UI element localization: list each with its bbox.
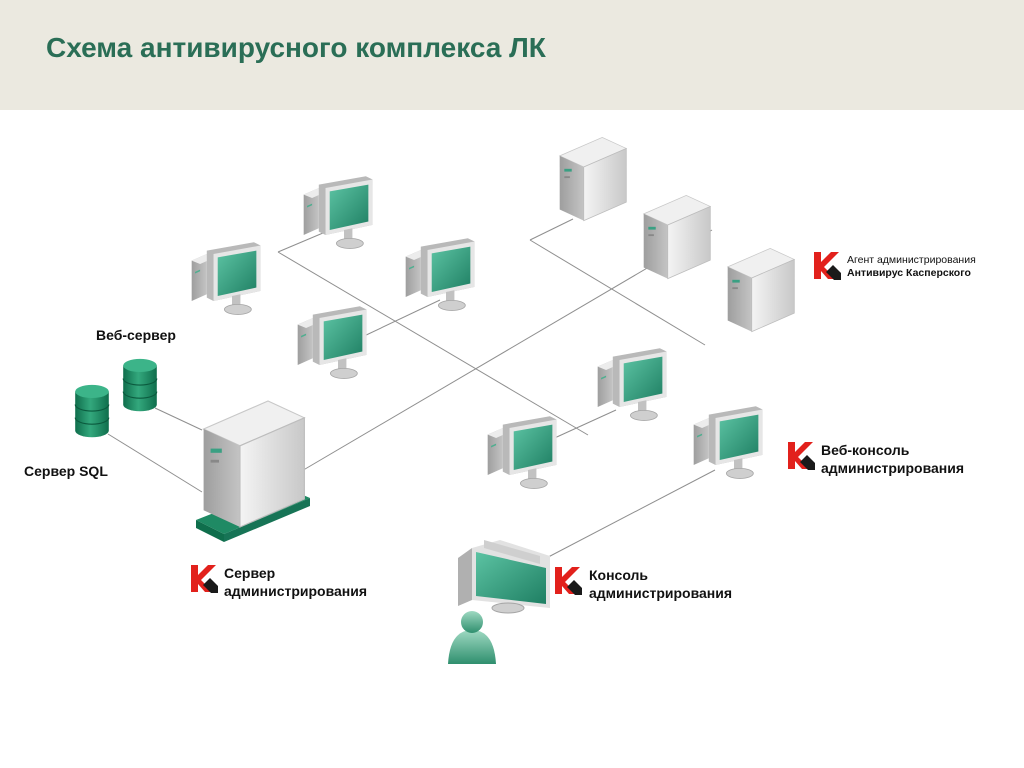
workstation-icon xyxy=(487,415,557,489)
header-bar: Схема антивирусного комплекса ЛК xyxy=(0,0,1024,110)
database-icon xyxy=(122,358,158,412)
kaspersky-logo-icon xyxy=(553,566,583,596)
agent-label-line1: Агент администрирования xyxy=(847,254,976,266)
kaspersky-logo-icon xyxy=(189,564,219,594)
admin-server-icon xyxy=(196,400,310,542)
admin-server-label-line2: администрирования xyxy=(224,583,368,599)
console-monitor-icon xyxy=(458,540,550,614)
console-label: Консоль администрирования xyxy=(589,566,732,602)
workstation-icon xyxy=(597,347,667,421)
workstation-icon xyxy=(297,305,367,379)
web-console-label-line1: Веб-консоль xyxy=(821,442,910,458)
database-icon xyxy=(74,384,110,438)
server-tower-icon xyxy=(727,247,795,333)
server-tower-icon xyxy=(643,194,711,280)
user-icon xyxy=(448,611,496,664)
web-server-label: Веб-сервер xyxy=(96,327,176,343)
console-label-line1: Консоль xyxy=(589,567,649,583)
server-tower-icon xyxy=(559,136,627,222)
kaspersky-logo-icon xyxy=(786,441,816,471)
workstation-icon xyxy=(191,241,261,315)
agent-label-line2: Антивирус Касперского xyxy=(847,267,971,279)
web-console-label-line2: администрирования xyxy=(821,460,965,476)
workstation-icon xyxy=(303,175,373,249)
web-console-label: Веб-консоль администрирования xyxy=(821,441,964,477)
workstation-icon xyxy=(405,237,475,311)
agent-label: Агент администрирования Антивирус Каспер… xyxy=(847,254,976,280)
console-label-line2: администрирования xyxy=(589,585,733,601)
workstation-icon xyxy=(693,405,763,479)
connection-lines xyxy=(107,218,716,566)
sql-server-label: Сервер SQL xyxy=(24,463,108,479)
page-title: Схема антивирусного комплекса ЛК xyxy=(46,32,546,63)
admin-server-label-line1: Сервер xyxy=(224,565,276,581)
admin-server-label: Сервер администрирования xyxy=(224,564,367,600)
kaspersky-logo-icon xyxy=(812,251,842,281)
